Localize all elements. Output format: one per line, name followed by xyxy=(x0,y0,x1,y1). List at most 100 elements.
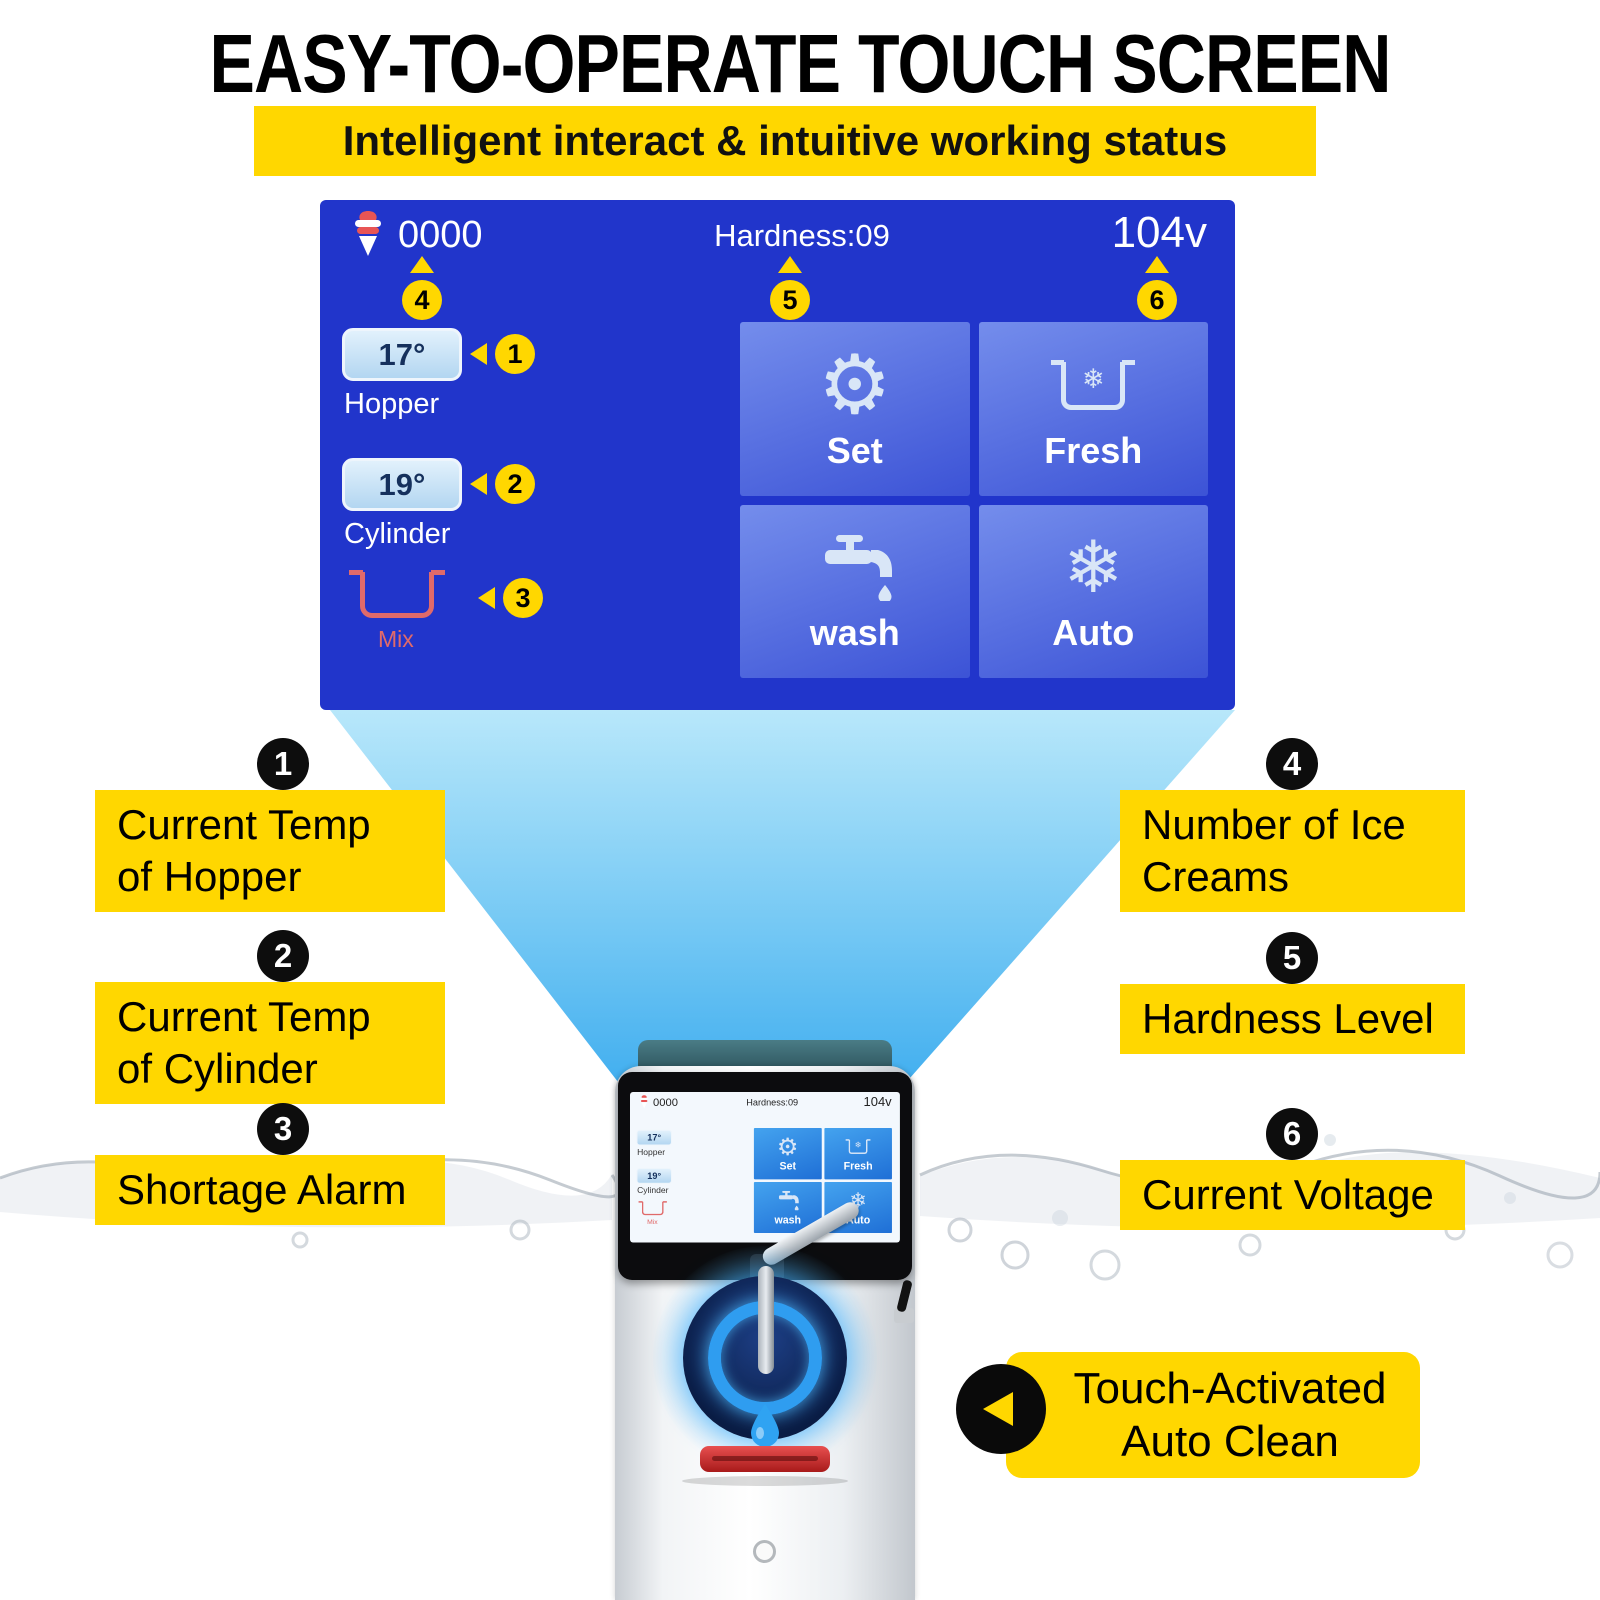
callout-dot-2: 2 xyxy=(257,930,309,982)
callout-text: of Hopper xyxy=(117,853,302,900)
dispense-rod[interactable] xyxy=(758,1266,774,1374)
callout-text: Number of Ice xyxy=(1142,801,1406,848)
arrow-up-icon xyxy=(778,256,802,273)
auto-button[interactable]: Auto xyxy=(978,504,1208,678)
machine-screen-slot[interactable]: 0000 Hardness:09 104v 4 5 6 17° Hopper 1… xyxy=(630,1092,900,1243)
arrow-left-icon xyxy=(470,473,487,495)
cylinder-label: Cylinder xyxy=(344,518,451,550)
hopper-label: Hopper xyxy=(344,388,440,420)
fresh-label: Fresh xyxy=(1044,429,1143,471)
toggle-switch-plate xyxy=(894,1308,914,1323)
machine-shadow xyxy=(682,1476,848,1486)
auto-clean-text: Touch-Activated xyxy=(1073,1364,1387,1413)
touch-screen: 0000 Hardness:09 104v 4 5 6 17° Hopper 1… xyxy=(320,200,1235,710)
faucet-icon xyxy=(777,1189,799,1213)
ice-cream-cone-icon xyxy=(355,211,381,256)
fresh-bowl-snowflake-icon xyxy=(845,1135,871,1159)
hopper-temp-display: 17° xyxy=(342,328,462,381)
auto-clean-pointer xyxy=(956,1364,1046,1454)
arrow-up-icon xyxy=(410,256,434,273)
fresh-button[interactable]: Fresh xyxy=(824,1127,892,1180)
wash-label: wash xyxy=(809,612,900,654)
hopper-temp-display: 17° xyxy=(636,1129,672,1146)
subtitle-text: Intelligent interact & intuitive working… xyxy=(342,117,1228,164)
machine-screen-bezel: 0000 Hardness:09 104v 4 5 6 17° Hopper 1… xyxy=(618,1072,912,1280)
marker-counter: 4 xyxy=(400,256,444,320)
cylinder-temp-display: 19° xyxy=(342,458,462,511)
callout-text: Creams xyxy=(1142,853,1290,900)
subtitle-banner: Intelligent interact & intuitive working… xyxy=(254,106,1316,176)
callout-dot-6: 6 xyxy=(1266,1108,1318,1160)
page-title: EASY-TO-OPERATE TOUCH SCREEN xyxy=(209,17,1392,111)
callout-text: Current Temp xyxy=(117,993,371,1040)
cylinder-label: Cylinder xyxy=(637,1185,669,1196)
dispenser-nozzle-base xyxy=(700,1446,830,1472)
ice-cream-counter: 0000 xyxy=(398,214,483,256)
set-button[interactable]: Set xyxy=(740,322,970,496)
gear-icon xyxy=(818,346,892,426)
arrow-up-icon xyxy=(1145,256,1169,273)
callout-dot-4: 4 xyxy=(1266,738,1318,790)
ice-cream-machine: 0000 Hardness:09 104v 4 5 6 17° Hopper 1… xyxy=(612,1040,918,1600)
callout-dot-3: 3 xyxy=(257,1103,309,1155)
callout-box-hardness-level: Hardness Level xyxy=(1120,984,1465,1054)
wash-label: wash xyxy=(774,1213,802,1226)
callout-dot-5: 5 xyxy=(1266,932,1318,984)
mix-label: Mix xyxy=(378,626,414,652)
snowflake-icon xyxy=(855,1140,862,1150)
gear-icon xyxy=(777,1135,799,1159)
callout-box-ice-cream-count: Number of Ice Creams xyxy=(1120,790,1465,912)
auto-clean-text: Auto Clean xyxy=(1121,1417,1339,1466)
callout-box-cylinder-temp: Current Temp of Cylinder xyxy=(95,982,445,1104)
callout-text: of Cylinder xyxy=(117,1045,318,1092)
hardness-status: Hardness:09 xyxy=(714,218,890,253)
set-label: Set xyxy=(779,1159,797,1172)
wash-button[interactable]: wash xyxy=(740,504,970,678)
hardness-status: Hardness:09 xyxy=(746,1097,799,1108)
function-tile-grid: Set Fresh xyxy=(740,322,1208,678)
cylinder-temp-display: 19° xyxy=(636,1168,672,1184)
marker-number-2: 2 xyxy=(495,464,535,504)
mix-hopper-icon xyxy=(638,1201,667,1216)
marker-voltage: 6 xyxy=(1135,256,1179,320)
callout-text: Shortage Alarm xyxy=(117,1166,407,1213)
callout-box-current-voltage: Current Voltage xyxy=(1120,1160,1465,1230)
snowflake-icon xyxy=(1063,528,1123,608)
projection-beam xyxy=(330,710,1235,1084)
marker-number-4: 4 xyxy=(402,280,442,320)
marker-number-1: 1 xyxy=(495,334,535,374)
arrow-left-icon xyxy=(470,343,487,365)
marker-number-6: 6 xyxy=(1137,280,1177,320)
mix-hopper-icon xyxy=(349,570,445,618)
touch-screen: 0000 Hardness:09 104v 4 5 6 17° Hopper 1… xyxy=(630,1092,900,1243)
fresh-label: Fresh xyxy=(843,1159,873,1172)
arrow-left-icon xyxy=(478,587,495,609)
auto-clean-label: Touch-Activated Auto Clean xyxy=(1006,1352,1420,1478)
set-button[interactable]: Set xyxy=(753,1127,822,1180)
callout-text: Current Voltage xyxy=(1142,1171,1434,1218)
ice-cream-counter: 0000 xyxy=(653,1096,678,1109)
marker-hardness: 5 xyxy=(768,256,812,320)
marker-cylinder: 2 xyxy=(470,464,535,504)
fresh-bowl-snowflake-icon xyxy=(1051,346,1136,426)
arrow-left-icon xyxy=(983,1392,1013,1426)
hopper-label: Hopper xyxy=(637,1147,666,1157)
callout-text: Hardness Level xyxy=(1142,995,1434,1042)
auto-label: Auto xyxy=(1052,612,1135,654)
callout-box-shortage-alarm: Shortage Alarm xyxy=(95,1155,445,1225)
machine-round-button[interactable] xyxy=(753,1540,776,1563)
touch-screen-panel: 0000 Hardness:09 104v 4 5 6 17° Hopper 1… xyxy=(320,200,1235,710)
marker-number-5: 5 xyxy=(770,280,810,320)
marker-mix: 3 xyxy=(478,578,543,618)
callout-dot-1: 1 xyxy=(257,738,309,790)
marker-hopper: 1 xyxy=(470,334,535,374)
fresh-button[interactable]: Fresh xyxy=(978,322,1208,496)
voltage-status: 104v xyxy=(863,1094,892,1109)
droplet-icon xyxy=(751,1404,779,1447)
voltage-status: 104v xyxy=(1111,208,1207,257)
ice-cream-cone-icon xyxy=(640,1095,648,1109)
callout-box-hopper-temp: Current Temp of Hopper xyxy=(95,790,445,912)
snowflake-icon xyxy=(1082,362,1105,396)
marker-number-3: 3 xyxy=(503,578,543,618)
callout-text: Current Temp xyxy=(117,801,371,848)
